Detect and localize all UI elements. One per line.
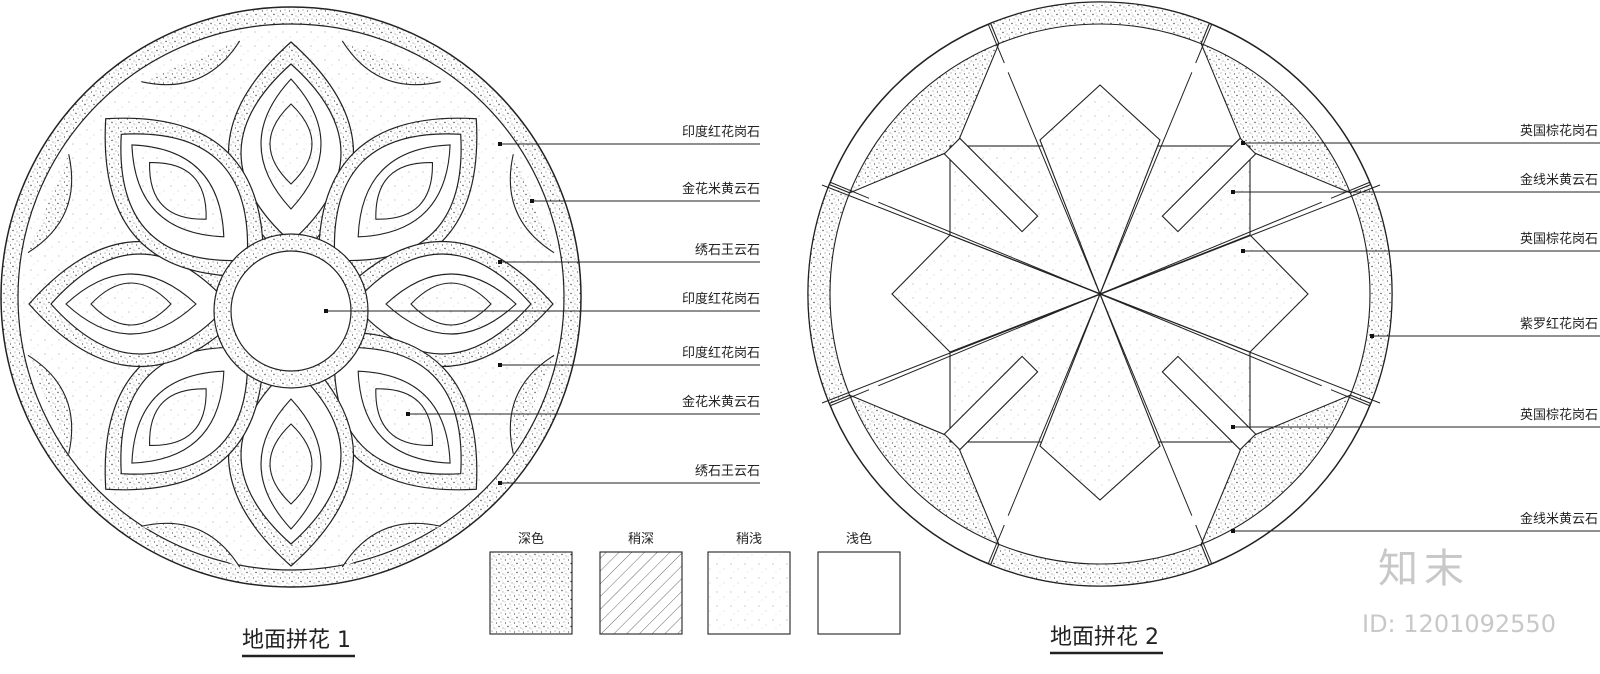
legend-label: 浅色 <box>846 531 872 547</box>
legend-label: 稍深 <box>628 532 654 547</box>
ring-corner <box>1200 394 1352 546</box>
title-diagram-2: 地面拼花 2 <box>1050 625 1159 650</box>
diagonal-bar <box>943 355 1039 451</box>
inner-petal <box>260 78 322 210</box>
ring-corner <box>848 394 1000 546</box>
inner-petal <box>131 144 225 238</box>
inner-petal <box>357 370 451 464</box>
legend-swatch-diagonal-hatch: 稍深 <box>599 532 683 635</box>
material-label-2: 英国棕花岗石 <box>1520 231 1598 247</box>
material-legend: 深色 稍深 稍浅 浅色 <box>489 531 901 635</box>
ring-flourish <box>509 154 555 254</box>
title-diagram-1: 地面拼花 1 <box>242 628 351 653</box>
ring-flourish <box>341 40 441 86</box>
material-label-1: 绣石王云石 <box>695 464 760 479</box>
ring-corner <box>848 42 1000 194</box>
legend-label: 稍浅 <box>736 532 762 547</box>
material-label-2: 英国棕花岗石 <box>1520 407 1598 423</box>
inner-petal <box>260 398 322 530</box>
ring-flourish <box>141 40 241 86</box>
ring-flourish <box>341 522 441 568</box>
inner-petal <box>357 144 451 238</box>
material-label-1: 金花米黄云石 <box>682 181 760 197</box>
diagonal-bar <box>943 137 1039 233</box>
material-label-1: 印度红花岗石 <box>682 124 760 140</box>
ring-corner <box>1200 42 1352 194</box>
floor-medallion-2 <box>807 1 1393 587</box>
inner-petal <box>131 370 225 464</box>
ring-flourish <box>509 354 555 454</box>
diagonal-bar <box>1161 137 1257 233</box>
material-label-2: 英国棕花岗石 <box>1520 123 1598 139</box>
ring-flourish <box>27 154 73 254</box>
inner-star <box>821 72 1381 516</box>
material-label-1: 绣石王云石 <box>695 243 760 258</box>
legend-swatch-dense-speckle: 深色 <box>489 531 573 635</box>
material-label-2: 金线米黄云石 <box>1520 511 1598 527</box>
legend-swatch-blank: 浅色 <box>817 531 901 635</box>
ring-flourish <box>27 354 73 454</box>
material-label-1: 印度红花岗石 <box>682 345 760 361</box>
material-label-1: 金花米黄云石 <box>682 394 760 410</box>
inner-petal <box>385 273 517 335</box>
star-arm <box>1039 84 1161 296</box>
legend-swatch-light-speckle: 稍浅 <box>707 532 791 635</box>
inner-petal <box>65 273 197 335</box>
watermark-id: ID: 1201092550 <box>1362 610 1556 638</box>
ring-flourishes <box>27 40 555 568</box>
material-label-2: 金线米黄云石 <box>1520 172 1598 188</box>
legend-label: 深色 <box>518 531 544 547</box>
floor-medallion-1 <box>0 6 582 588</box>
watermark-logo: 知末 <box>1378 546 1470 592</box>
ring-flourish <box>141 522 241 568</box>
star-arm <box>1039 292 1161 501</box>
material-label-2: 紫罗红花岗石 <box>1520 316 1598 332</box>
outer-ring-segments <box>807 1 1393 587</box>
inner-petals <box>65 78 517 530</box>
material-label-1: 印度红花岗石 <box>682 291 760 307</box>
